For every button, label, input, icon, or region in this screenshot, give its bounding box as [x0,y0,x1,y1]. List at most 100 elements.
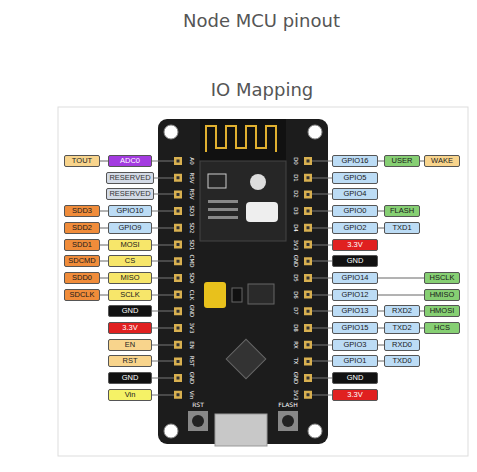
pin-label-box: TXD1 [384,222,420,234]
capacitor [204,282,226,308]
pin-label-box: RESERVED [106,172,154,184]
pin-label-box: HMOSI [424,305,460,317]
pin-label-box: GPIO14 [332,272,378,284]
flash-button [282,415,294,427]
pin-name: GND [347,373,364,383]
pin-name: SCLK [120,290,140,300]
pin-name: 3.3V [347,390,362,400]
pin-label-box: HCS [424,322,460,334]
pin-label-box: GPIO0 [332,205,378,217]
pcb-board [158,119,328,444]
pin-label-box: GND [108,305,152,317]
silkscreen-pin: GND [292,255,298,268]
module-print [208,200,238,203]
pin-name: GPIO9 [119,223,142,233]
silkscreen-pin: RX [292,341,298,349]
silkscreen-pin: GND [188,305,194,318]
pin-label-box: HSCLK [424,272,460,284]
pin-name: EN [125,340,135,350]
pin-name: GPIO1 [344,356,367,366]
mount-hole [164,424,178,438]
pin-name: GPIO15 [341,323,368,333]
silkscreen-pin: RSV [188,188,194,199]
pin-name: 3.3V [122,323,137,333]
silkscreen-pin: SD1 [188,239,194,250]
silkscreen-pin: D6 [292,291,298,299]
pin-label-box: GND [332,372,378,384]
pin-name: SDD3 [72,206,92,216]
pin-name: RESERVED [109,189,150,199]
pin-link-line [100,245,108,246]
pin-link-line [100,228,108,229]
pin-label-box: USER [384,155,420,167]
pin-holes [177,160,180,400]
pin-name: HMOSI [430,306,455,316]
pin-name: GPIO3 [344,340,367,350]
silkscreen-pin: D8 [292,324,298,332]
pin-label-box: GPIO3 [332,339,378,351]
pin-label-box: RST [108,355,152,367]
esp-module [200,161,286,241]
pin-label-box: 3.3V [108,322,152,334]
pin-label-box: EN [108,339,152,351]
silkscreen-pin: A0 [188,157,194,164]
pin-name: SDCLK [69,290,94,300]
reset-button [188,411,208,431]
pin-label-box: GPIO13 [332,305,378,317]
silkscreen-pin: D2 [292,190,298,198]
regulator [232,288,242,302]
pin-label-box: FLASH [384,205,420,217]
antenna-trace [206,126,276,152]
pin-name: GPIO5 [344,173,367,183]
pin-label-box: CS [108,255,152,267]
pin-header [304,157,312,399]
pin-label-box: SDCMD [64,255,100,267]
pin-label-box: TXD0 [384,355,420,367]
silkscreen-pin: SD2 [188,222,194,233]
pin-name: WAKE [431,156,453,166]
pin-link-line [378,295,424,296]
silkscreen-pin: GND [292,372,298,385]
silkscreen-pin: D7 [292,307,298,315]
pin-label-box: GPIO2 [332,222,378,234]
button-label: RST [192,402,204,408]
pin-label-box: GPIO1 [332,355,378,367]
pin-label-box: SDD2 [64,222,100,234]
pin-name: SDCMD [68,256,96,266]
pin-link-line [100,278,108,279]
pin-label-box: SDD0 [64,272,100,284]
pin-name: CS [125,256,135,266]
silkscreen-pin: GND [188,372,194,385]
pin-name: RXD2 [392,306,412,316]
module-mark [208,174,226,188]
pin-name: ADC0 [120,156,140,166]
silkscreen-pin: SD0 [188,272,194,283]
pin-name: TXD1 [392,223,411,233]
pin-label-box: GPIO9 [108,222,152,234]
mount-hole [308,125,322,139]
pin-name: SDD2 [72,223,92,233]
silkscreen-pin: CLK [188,290,194,301]
pin-label-box: RESERVED [106,188,154,200]
silkscreen-pin: TX [292,357,298,364]
pin-label-box: WAKE [424,155,460,167]
mount-hole [308,424,322,438]
button-label: FLASH [278,402,297,408]
silkscreen-pin: 3V3 [292,240,298,251]
silkscreen-pin: 3V3 [292,390,298,401]
pin-name: SDD1 [72,240,92,250]
pin-label-box: GPIO5 [332,172,378,184]
pin-label-box: 3.3V [332,239,378,251]
pin-header [174,157,182,399]
pin-label-box: HMISO [424,289,460,301]
pin-label-box: SCLK [108,289,152,301]
pin-name: 3.3V [347,240,362,250]
pin-name: TXD0 [392,356,411,366]
silkscreen-pin: EN [188,341,194,349]
pin-name: MOSI [120,240,139,250]
page-title: Node MCU pinout [183,12,340,30]
mount-hole [164,125,178,139]
module-logo [250,174,266,190]
